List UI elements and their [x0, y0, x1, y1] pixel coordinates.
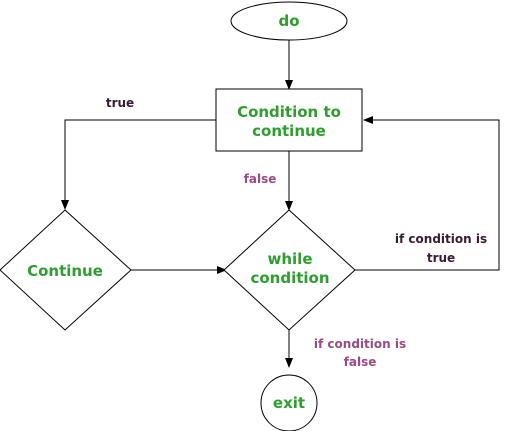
loop-edge-label-line2: true	[427, 251, 455, 265]
start-node: do	[230, 1, 348, 41]
condition-node-label-line1: Condition to	[237, 103, 341, 121]
true-edge-label: true	[106, 96, 134, 110]
continue-node-label: Continue	[27, 262, 103, 280]
while-node-label-line2: condition	[250, 269, 329, 287]
start-node-label: do	[278, 12, 299, 30]
exit-edge-label-line2: false	[344, 355, 377, 369]
exit-node-label: exit	[273, 394, 305, 412]
exit-node: exit	[260, 374, 318, 431]
edge-while-loop-to-condition	[355, 116, 500, 271]
while-node-label-line1: while	[268, 250, 313, 268]
exit-edge-label-line1: if condition is	[314, 337, 406, 351]
continue-node: Continue	[0, 209, 132, 331]
condition-node: Condition to continue	[215, 88, 363, 152]
loop-edge-label-line1: if condition is	[395, 232, 487, 246]
while-node: while condition	[223, 209, 356, 331]
edge-condition-true-to-continue	[61, 119, 216, 210]
condition-node-label-line2: continue	[252, 122, 326, 140]
false-edge-label: false	[244, 172, 277, 186]
